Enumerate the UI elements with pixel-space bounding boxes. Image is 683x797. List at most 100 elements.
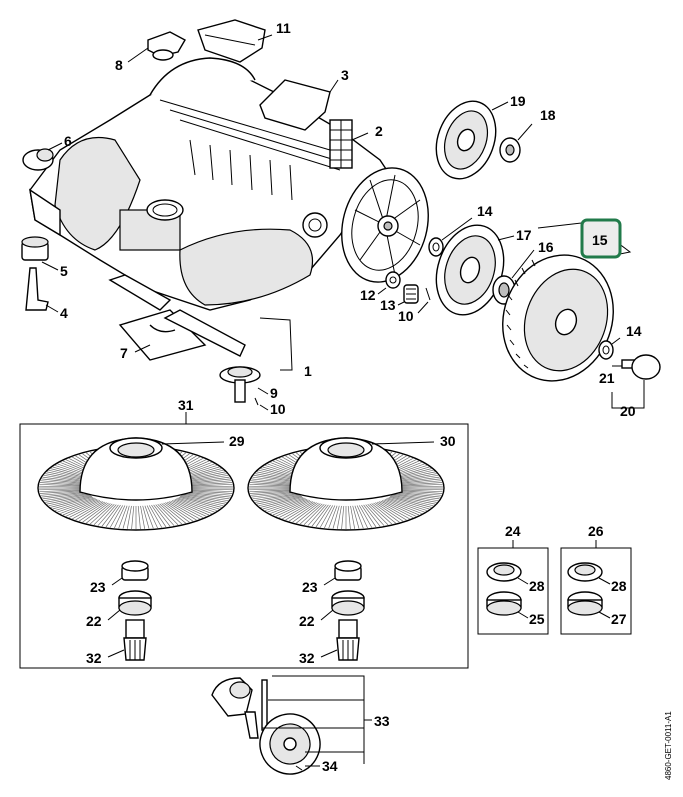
part-6-cap xyxy=(22,142,63,171)
bristle xyxy=(354,505,364,529)
bristle xyxy=(288,502,317,522)
axle-plate xyxy=(341,167,429,283)
bristle xyxy=(303,503,325,526)
callout-27: 27 xyxy=(611,611,627,627)
bristle xyxy=(249,488,297,491)
bristle xyxy=(114,505,126,529)
callout-22-left: 22 xyxy=(86,613,102,629)
bristle xyxy=(105,504,121,528)
bristle xyxy=(163,502,190,523)
part-19-gear xyxy=(435,100,509,180)
callout-32-left: 32 xyxy=(86,650,102,666)
callout-28-left: 28 xyxy=(529,578,545,594)
bristle xyxy=(85,503,111,524)
bristle xyxy=(142,505,150,529)
bristle xyxy=(383,499,420,516)
part-1-bar xyxy=(149,309,293,371)
bristle xyxy=(387,497,428,511)
bristle xyxy=(270,498,308,514)
part-33-assembly xyxy=(211,675,372,775)
bristle xyxy=(324,505,336,529)
bristle xyxy=(389,496,432,508)
bristle xyxy=(39,482,87,486)
bristle xyxy=(395,490,442,496)
part-4-bracket xyxy=(25,267,59,313)
callout-33: 33 xyxy=(374,713,390,729)
bristle xyxy=(185,485,233,488)
callout-11: 11 xyxy=(276,20,291,36)
part-14-washer-lower xyxy=(598,337,621,360)
bristle xyxy=(395,480,442,486)
bristle xyxy=(381,500,417,517)
callout-32-right: 32 xyxy=(299,650,315,666)
bristle xyxy=(249,490,297,494)
callout-21: 21 xyxy=(599,370,615,386)
bristle xyxy=(272,499,309,516)
bristle xyxy=(332,505,340,529)
bristle xyxy=(250,480,297,486)
bristle xyxy=(260,496,303,508)
callout-24: 24 xyxy=(505,523,521,539)
bristle xyxy=(171,500,207,517)
bristle xyxy=(367,503,389,526)
bristle xyxy=(75,501,105,521)
bristle xyxy=(185,490,233,494)
bristle xyxy=(363,504,381,527)
bristle xyxy=(185,482,233,486)
bristle xyxy=(178,496,220,510)
part-21-cap xyxy=(612,354,661,380)
part-14-washer-upper xyxy=(428,217,473,257)
bristle xyxy=(42,492,88,500)
brush-box-frame xyxy=(19,423,469,669)
bristle xyxy=(39,488,87,491)
bristle xyxy=(185,480,232,486)
bristle xyxy=(292,502,319,523)
highlight-box-15[interactable] xyxy=(580,218,622,259)
bristle xyxy=(390,495,434,507)
bristle xyxy=(180,495,224,507)
bristle xyxy=(369,503,393,525)
callout-6: 6 xyxy=(64,133,72,149)
bristle xyxy=(181,494,226,505)
part-17-gear xyxy=(435,224,515,316)
callout-20: 20 xyxy=(620,403,636,419)
bristle xyxy=(394,491,441,498)
bristle xyxy=(275,500,311,517)
bristle xyxy=(185,490,232,496)
bristle xyxy=(391,494,436,505)
bristle xyxy=(395,482,443,486)
bristle xyxy=(278,500,312,518)
callout-28-right: 28 xyxy=(611,578,627,594)
bristle xyxy=(352,505,360,529)
bristle xyxy=(361,504,377,528)
bristle xyxy=(393,493,439,502)
part-2-filter xyxy=(329,119,369,169)
bristle xyxy=(167,501,197,521)
bristle xyxy=(386,498,425,513)
callout-25: 25 xyxy=(529,611,545,627)
bristle xyxy=(341,505,345,530)
bristle xyxy=(262,496,304,510)
bristle xyxy=(311,504,329,527)
callout-10-upper: 10 xyxy=(398,308,414,324)
bristle xyxy=(380,500,414,518)
part-12-washer xyxy=(377,271,401,295)
bristle xyxy=(155,504,175,526)
bristle xyxy=(101,504,119,527)
bristle xyxy=(295,503,321,524)
callout-29: 29 xyxy=(229,433,245,449)
callout-17: 17 xyxy=(516,227,532,243)
part-3-plate xyxy=(259,79,339,131)
callout-2: 2 xyxy=(375,123,383,139)
bristle xyxy=(151,504,167,528)
part-7-bars xyxy=(108,274,207,361)
part-30-brush xyxy=(247,437,445,531)
callout-18: 18 xyxy=(540,107,556,123)
bristle xyxy=(148,505,163,528)
bristle xyxy=(255,493,300,503)
bristle xyxy=(146,505,158,529)
bristle xyxy=(159,503,183,525)
callout-26: 26 xyxy=(588,523,604,539)
callout-1: 1 xyxy=(304,363,312,379)
